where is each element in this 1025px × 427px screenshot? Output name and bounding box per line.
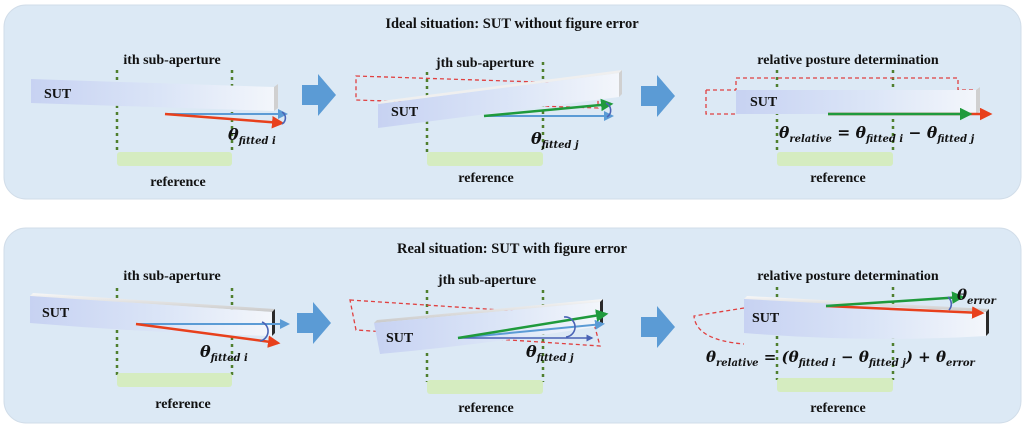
ideal-jth-theta: θfitted j (531, 129, 579, 151)
ideal-ith-sut-bar (31, 79, 274, 111)
ideal-relative-sut-label: SUT (750, 95, 778, 110)
ideal-relative-sut-bar (736, 90, 976, 114)
real-ith-red-arrow (135, 322, 281, 348)
ideal-jth-ghost-bar (355, 75, 599, 109)
real-ith-angle-arc (259, 321, 269, 342)
real-relative-reference-label: reference (810, 401, 865, 416)
real-jth-reference-label: reference (458, 401, 513, 416)
real-relative-angle-arc (947, 296, 953, 311)
real-relative-red-arrow (825, 304, 985, 319)
real-step-ith: ith sub-aperture SUT θfitted i reference (30, 269, 290, 412)
ideal-relative-ghost-outline (706, 77, 976, 91)
ideal-jth-green-arrow (483, 98, 614, 118)
ideal-jth-sut-top (378, 70, 622, 104)
ideal-jth-caption: jth sub-aperture (435, 56, 534, 71)
ideal-flow-arrow-2 (641, 75, 675, 117)
real-jth-sut-edge (600, 299, 603, 326)
real-relative-sut-label: SUT (752, 311, 780, 326)
real-ith-sut-bar (30, 296, 272, 336)
real-relative-sut-edge (986, 309, 989, 336)
real-jth-caption: jth sub-aperture (437, 273, 536, 288)
real-step-jth: jth sub-aperture SUT θfitted j reference (349, 273, 609, 416)
ideal-relative-formula: θrelative = θfitted i − θfitted j (779, 123, 975, 145)
ideal-ith-theta: θfitted i (228, 125, 276, 147)
ideal-flow-arrow-1 (302, 74, 336, 116)
ideal-ith-angle-arc (281, 111, 287, 125)
ideal-step-jth: jth sub-aperture SUT θfitted j reference (355, 56, 622, 186)
real-ith-sut-label: SUT (42, 306, 70, 321)
ideal-jth-reference-pad (427, 152, 543, 166)
real-ith-sut-edge (272, 309, 275, 336)
ideal-ith-red-arrow (164, 112, 285, 129)
ideal-relative-sut-edge (976, 87, 980, 114)
real-ith-reference-label: reference (155, 397, 210, 412)
real-ith-theta: θfitted i (200, 342, 248, 364)
ideal-ith-caption: ith sub-aperture (123, 53, 220, 68)
ideal-ith-reference-label: reference (150, 175, 205, 190)
real-relative-green-arrow (825, 291, 965, 308)
real-ith-reference-pad (117, 373, 232, 387)
real-relative-error-theta: θerror (957, 286, 997, 307)
real-ith-caption: ith sub-aperture (123, 269, 220, 284)
real-jth-angle-arc (563, 316, 576, 338)
real-jth-reference-pad (427, 380, 543, 394)
ideal-relative-reference-pad (777, 152, 893, 166)
real-relative-reference-pad (777, 378, 893, 392)
ideal-ith-sut-label: SUT (44, 87, 72, 102)
real-flow-arrow-1 (297, 302, 331, 344)
ideal-relative-caption: relative posture determination (757, 53, 939, 68)
real-relative-formula: θrelative = (θfitted i − θfitted j) + θe… (706, 348, 976, 369)
real-flow-arrow-2 (641, 306, 675, 348)
ideal-step-ith: ith sub-aperture SUT θfitted i reference (31, 53, 288, 190)
ideal-step-relative: relative posture determination SUT θrela… (705, 53, 993, 186)
real-jth-theta: θfitted j (526, 342, 574, 364)
ideal-panel-title: Ideal situation: SUT without figure erro… (385, 16, 639, 32)
real-relative-ghost-outline (693, 307, 745, 345)
ideal-relative-reference-label: reference (810, 171, 865, 186)
ideal-jth-sut-edge (619, 70, 622, 97)
real-relative-caption: relative posture determination (757, 269, 939, 284)
real-jth-blue-arrow (457, 319, 605, 339)
ideal-panel: Ideal situation: SUT without figure erro… (3, 4, 1022, 200)
ideal-relative-ghost-outline-left (705, 90, 736, 115)
real-jth-green-arrow (457, 309, 609, 340)
real-relative-sut-bar (744, 299, 986, 339)
real-ith-sut-top (30, 293, 275, 312)
ideal-jth-sut-label: SUT (391, 105, 419, 120)
ideal-ith-reference-pad (117, 152, 232, 166)
real-step-relative: relative posture determination SUT θerro… (693, 269, 997, 416)
real-panel-title: Real situation: SUT with figure error (397, 241, 628, 257)
ideal-jth-sut-bar (378, 73, 619, 128)
real-jth-sut-top (374, 299, 603, 323)
ideal-ith-sut-edge (274, 84, 278, 111)
ideal-jth-reference-label: reference (458, 171, 513, 186)
real-jth-sut-bar (374, 302, 600, 354)
real-jth-sut-label: SUT (386, 331, 414, 346)
real-panel: Real situation: SUT with figure error it… (3, 227, 1022, 424)
ideal-jth-angle-arc (605, 102, 612, 118)
